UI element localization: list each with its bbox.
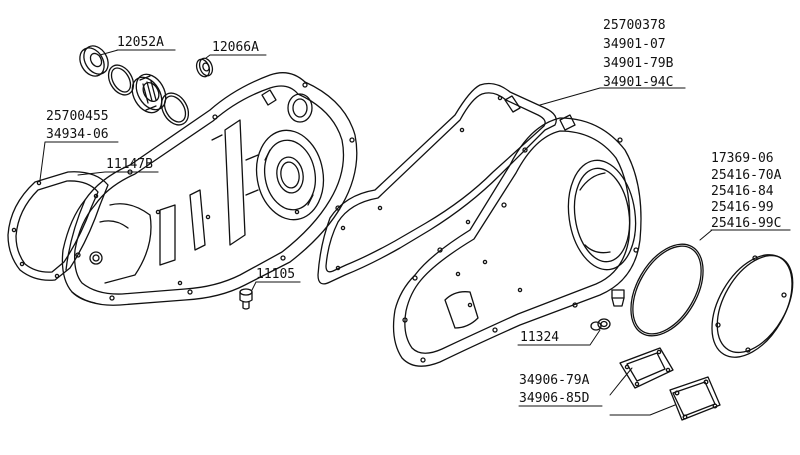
label-34906-79a: 34906-79A bbox=[519, 373, 590, 388]
label-25416-99c: 25416-99C bbox=[711, 216, 781, 231]
derby-cover bbox=[711, 254, 794, 358]
label-34901-79b: 34901-79B bbox=[603, 56, 674, 71]
outer-primary-cover bbox=[392, 95, 642, 367]
derby-oring bbox=[630, 243, 704, 337]
cover-gasket bbox=[317, 82, 557, 285]
label-11147b: 11147B bbox=[106, 157, 153, 172]
label-25700455: 25700455 bbox=[46, 109, 109, 124]
label-25700378: 25700378 bbox=[603, 18, 666, 33]
label-17369-06: 17369-06 bbox=[711, 151, 774, 166]
seal bbox=[195, 57, 214, 78]
bearing-kit bbox=[79, 45, 190, 126]
label-25416-99: 25416-99 bbox=[711, 200, 774, 215]
label-34901-94c: 34901-94C bbox=[603, 75, 673, 90]
label-11324: 11324 bbox=[520, 330, 559, 345]
inspection-cover bbox=[669, 376, 721, 421]
label-34934-06: 34934-06 bbox=[46, 127, 109, 142]
fill-plug bbox=[590, 289, 625, 331]
label-25416-70a: 25416-70A bbox=[711, 168, 782, 183]
part-labels: 12052A 12066A 25700455 34934-06 11147B 1… bbox=[46, 18, 782, 406]
leader-lines bbox=[39, 49, 791, 416]
label-12066a: 12066A bbox=[212, 40, 259, 55]
primary-gasket bbox=[7, 171, 109, 281]
label-underlines bbox=[105, 49, 791, 407]
label-25416-84: 25416-84 bbox=[711, 184, 774, 199]
drain-plug bbox=[239, 288, 253, 310]
label-12052a: 12052A bbox=[117, 35, 164, 50]
label-34901-07: 34901-07 bbox=[603, 37, 666, 52]
label-34906-85d: 34906-85D bbox=[519, 391, 590, 406]
label-11105: 11105 bbox=[256, 267, 295, 282]
inspection-gasket bbox=[619, 347, 674, 389]
